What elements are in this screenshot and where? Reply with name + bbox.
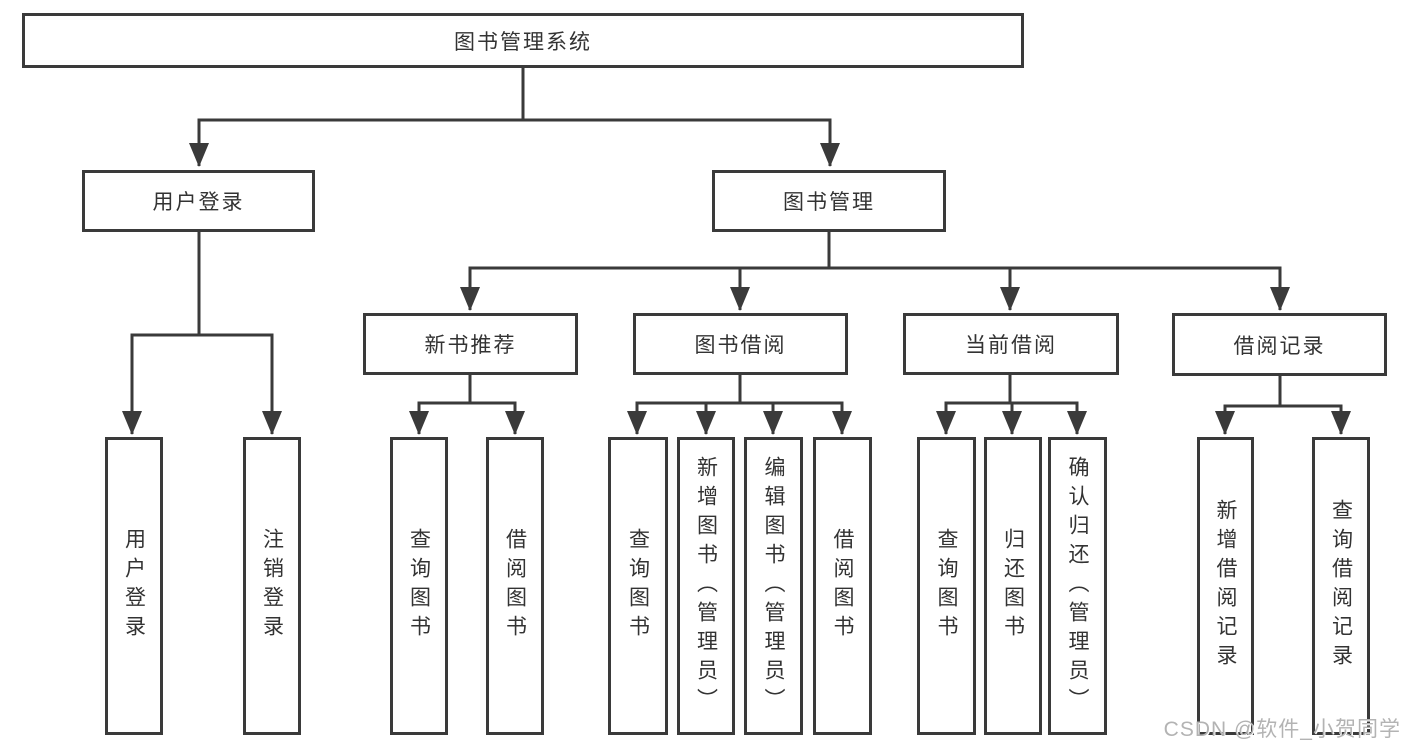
node-root: 图书管理系统 bbox=[22, 13, 1024, 68]
node-root-label: 图书管理系统 bbox=[454, 30, 592, 54]
leaf-confirm-return-admin: 确认归还（管理员） bbox=[1048, 437, 1107, 735]
node-current-borrow: 当前借阅 bbox=[903, 313, 1119, 375]
node-borrow-records: 借阅记录 bbox=[1172, 313, 1387, 376]
leaf-query-books-current: 查询图书 bbox=[917, 437, 976, 735]
leaf-query-books-borrow-label: 查询图书 bbox=[626, 528, 650, 644]
node-user-login: 用户登录 bbox=[82, 170, 315, 232]
leaf-user-login-label: 用户登录 bbox=[122, 528, 146, 644]
leaf-query-books-recommend-label: 查询图书 bbox=[407, 528, 431, 644]
node-user-login-label: 用户登录 bbox=[152, 191, 245, 214]
leaf-return-books-label: 归还图书 bbox=[1001, 528, 1025, 644]
leaf-edit-book-admin: 编辑图书（管理员） bbox=[744, 437, 803, 735]
leaf-query-borrow-record: 查询借阅记录 bbox=[1312, 437, 1370, 735]
leaf-query-books-borrow: 查询图书 bbox=[608, 437, 668, 735]
csdn-watermark: CSDN @软件_小贺同学 bbox=[1163, 718, 1401, 741]
node-new-book-recommend: 新书推荐 bbox=[363, 313, 578, 375]
leaf-query-borrow-record-label: 查询借阅记录 bbox=[1329, 499, 1353, 673]
node-book-borrow: 图书借阅 bbox=[633, 313, 848, 375]
node-borrow-records-label: 借阅记录 bbox=[1233, 334, 1326, 358]
leaf-add-book-admin-label: 新增图书（管理员） bbox=[694, 455, 718, 717]
node-book-management-label: 图书管理 bbox=[783, 191, 875, 214]
node-new-book-recommend-label: 新书推荐 bbox=[424, 334, 517, 357]
leaf-borrow-books-2-label: 借阅图书 bbox=[831, 528, 854, 644]
leaf-add-book-admin: 新增图书（管理员） bbox=[677, 437, 735, 735]
leaf-query-books-current-label: 查询图书 bbox=[935, 528, 958, 644]
leaf-add-borrow-record-label: 新增借阅记录 bbox=[1214, 499, 1237, 673]
leaf-borrow-books-2: 借阅图书 bbox=[813, 437, 872, 735]
node-book-management: 图书管理 bbox=[712, 170, 946, 232]
leaf-edit-book-admin-label: 编辑图书（管理员） bbox=[762, 455, 785, 717]
leaf-user-login: 用户登录 bbox=[105, 437, 163, 735]
node-book-borrow-label: 图书借阅 bbox=[694, 334, 787, 357]
leaf-logout-login-label: 注销登录 bbox=[260, 528, 284, 644]
leaf-borrow-books-recommend: 借阅图书 bbox=[486, 437, 544, 735]
leaf-borrow-books-recommend-label: 借阅图书 bbox=[503, 528, 527, 644]
node-current-borrow-label: 当前借阅 bbox=[965, 334, 1057, 357]
leaf-confirm-return-admin-label: 确认归还（管理员） bbox=[1066, 455, 1089, 717]
leaf-query-books-recommend: 查询图书 bbox=[390, 437, 448, 735]
leaf-return-books: 归还图书 bbox=[984, 437, 1042, 735]
leaf-logout-login: 注销登录 bbox=[243, 437, 301, 735]
leaf-add-borrow-record: 新增借阅记录 bbox=[1197, 437, 1254, 735]
